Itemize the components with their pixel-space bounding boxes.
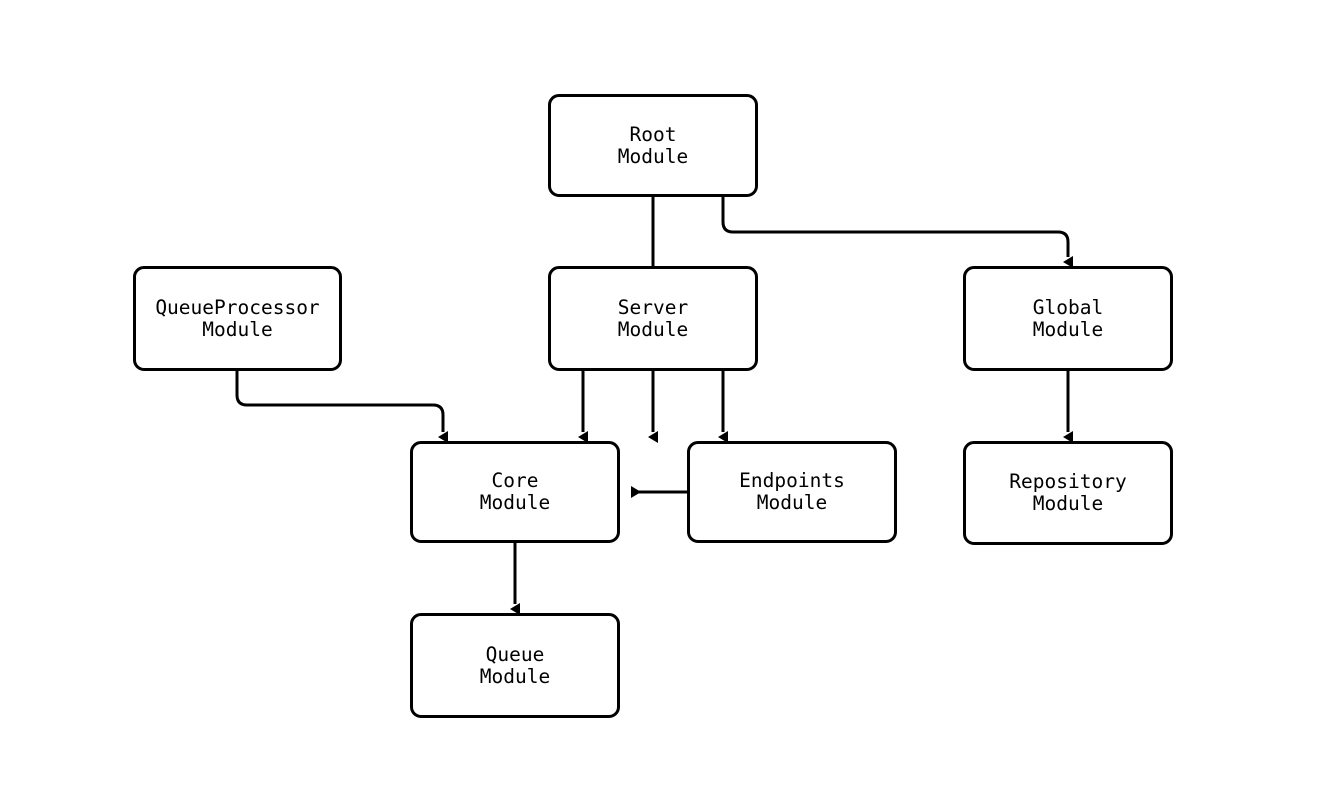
node-root-module-line1: Root [629,122,677,146]
node-repository-module-line1: Repository [1009,470,1127,493]
node-server-module-line2: Module [617,317,689,341]
node-endpoints-module[interactable]: Endpoints Module [687,441,897,543]
node-server-module-line1: Server [617,295,689,319]
node-root-module[interactable]: Root Module [548,94,758,197]
node-global-module-line1: Global [1032,295,1104,319]
node-queue-module-line1: Queue [485,642,545,666]
node-core-module[interactable]: Core Module [410,441,620,543]
node-queue-module-line2: Module [479,664,551,688]
node-server-module[interactable]: Server Module [548,266,758,371]
node-endpoints-module-line2: Module [756,491,828,514]
node-endpoints-module-line1: Endpoints [739,469,845,492]
node-repository-module[interactable]: Repository Module [963,441,1173,545]
node-repository-module-line2: Module [1032,492,1104,515]
node-global-module[interactable]: Global Module [963,266,1173,371]
edge-root-to-global [721,197,1073,268]
node-queueprocessor-module[interactable]: QueueProcessor Module [133,266,342,371]
node-queue-module[interactable]: Queue Module [410,613,620,718]
node-queueprocessor-module-line2: Module [202,317,273,341]
node-core-module-line2: Module [479,491,551,514]
node-queueprocessor-module-line1: QueueProcessor [155,295,320,319]
edge-queueprocessor-to-core [235,371,448,443]
node-root-module-line2: Module [617,144,689,168]
node-core-module-line1: Core [491,469,539,492]
node-global-module-line2: Module [1032,317,1104,341]
